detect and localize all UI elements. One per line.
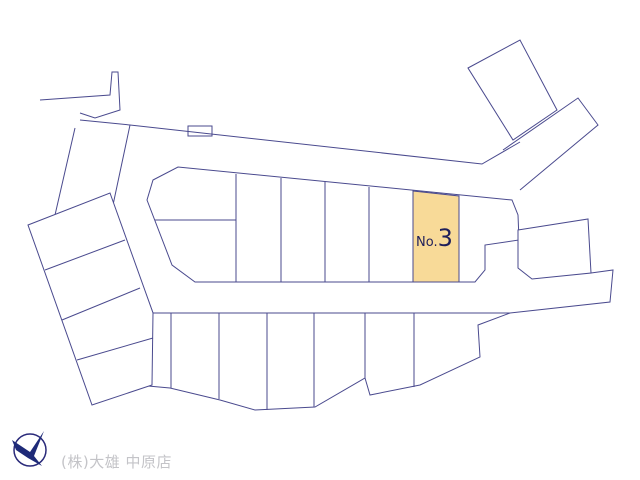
lot-dividers-south: [170, 313, 415, 410]
south-block: [147, 312, 511, 411]
lot-dividers-west: [44, 239, 154, 361]
lot-east[interactable]: [517, 218, 592, 280]
west-block: [27, 192, 154, 406]
inner-block: [146, 166, 520, 283]
company-name: (株)大雄 中原店: [61, 453, 172, 471]
lot-prefix: No.: [416, 235, 438, 250]
bird-logo-icon: [12, 431, 47, 467]
lot-dividers-north: [155, 174, 370, 282]
lot-number: 3: [437, 224, 453, 252]
lot-top-right[interactable]: [467, 39, 558, 141]
lot-label: No.3: [416, 224, 453, 252]
lot-3-highlighted[interactable]: [412, 190, 460, 283]
